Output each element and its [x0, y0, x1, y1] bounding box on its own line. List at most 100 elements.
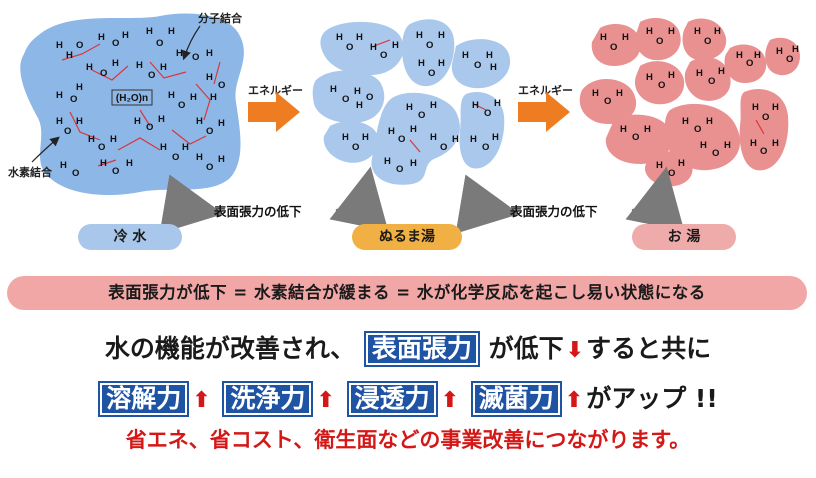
svg-text:H: H: [700, 140, 707, 151]
svg-text:H: H: [410, 124, 417, 135]
svg-text:H: H: [644, 124, 651, 135]
svg-text:O: O: [352, 142, 359, 153]
svg-text:H: H: [616, 88, 623, 99]
svg-text:H: H: [354, 86, 361, 97]
svg-text:H: H: [752, 102, 759, 113]
svg-text:O: O: [746, 58, 753, 69]
svg-text:H: H: [210, 92, 217, 103]
svg-text:H: H: [356, 100, 363, 111]
svg-text:H: H: [370, 42, 377, 53]
up-arrow-icon: ⬆: [192, 388, 211, 413]
svg-text:H: H: [438, 58, 445, 69]
svg-text:H: H: [694, 26, 701, 37]
svg-text:O: O: [708, 76, 715, 87]
svg-text:H: H: [206, 72, 213, 83]
svg-text:H: H: [656, 160, 663, 171]
highlight-sterilizing-power: 滅菌力: [470, 381, 562, 417]
svg-text:H: H: [430, 132, 437, 143]
svg-text:O: O: [366, 92, 373, 103]
svg-text:H: H: [678, 158, 685, 169]
svg-text:H: H: [592, 88, 599, 99]
hot-clusters: [579, 18, 800, 187]
svg-text:H: H: [494, 98, 501, 109]
svg-text:O: O: [760, 146, 767, 157]
svg-text:H: H: [696, 68, 703, 79]
svg-text:O: O: [396, 164, 403, 175]
cluster-formula: (H₂O)n: [116, 93, 148, 104]
svg-text:H: H: [718, 66, 725, 77]
svg-text:O: O: [178, 100, 185, 111]
stage-label-lukewarm-water: ぬるま湯: [352, 224, 462, 250]
svg-text:O: O: [428, 68, 435, 79]
tension-arrow-2a: [455, 174, 520, 234]
highlight-cleaning-power: 洗浄力: [222, 381, 314, 417]
label-hydrogen-bond: 水素結合: [8, 165, 53, 179]
svg-text:H: H: [86, 62, 93, 73]
svg-text:O: O: [656, 36, 663, 47]
svg-text:H: H: [176, 48, 183, 59]
svg-text:O: O: [218, 80, 225, 91]
svg-text:O: O: [398, 134, 405, 145]
svg-text:H: H: [126, 158, 133, 169]
svg-text:H: H: [336, 32, 343, 43]
svg-text:H: H: [736, 50, 743, 61]
svg-text:H: H: [100, 158, 107, 169]
svg-text:O: O: [70, 94, 77, 105]
svg-text:H: H: [160, 62, 167, 73]
svg-text:H: H: [750, 138, 757, 149]
svg-text:O: O: [632, 132, 639, 143]
svg-text:H: H: [56, 116, 63, 127]
svg-text:O: O: [206, 126, 213, 137]
svg-text:O: O: [346, 42, 353, 53]
tension-arrow-1a: [159, 174, 224, 234]
svg-text:O: O: [112, 166, 119, 177]
svg-text:O: O: [786, 54, 793, 65]
svg-text:H: H: [724, 140, 731, 151]
lukewarm-clusters: [312, 19, 511, 185]
svg-text:H: H: [622, 32, 629, 43]
svg-text:H: H: [342, 132, 349, 143]
label-tension-drop-2: 表面張力の低下: [509, 204, 598, 219]
svg-text:O: O: [156, 38, 163, 49]
stage-label-hot-water: お 湯: [632, 224, 736, 250]
svg-text:H: H: [160, 142, 167, 153]
svg-text:H: H: [682, 116, 689, 127]
svg-text:O: O: [342, 94, 349, 105]
svg-text:H: H: [486, 50, 493, 61]
svg-text:O: O: [64, 126, 71, 137]
svg-text:H: H: [330, 84, 337, 95]
up-arrow-icon: ⬆: [564, 388, 584, 413]
molecular-bond-pointer: [181, 25, 201, 61]
line1-post: すると共に: [586, 334, 712, 363]
up-arrow-icon: ⬆: [440, 388, 460, 413]
svg-text:H: H: [76, 116, 83, 127]
summary-banner: 表面張力が低下 = 水素結合が緩まる = 水が化学反応を起こし易い状態になる: [7, 276, 807, 310]
svg-text:O: O: [704, 36, 711, 47]
svg-text:H: H: [418, 58, 425, 69]
svg-text:H: H: [410, 158, 417, 169]
svg-text:O: O: [418, 110, 425, 121]
svg-text:H: H: [406, 102, 413, 113]
svg-text:H: H: [206, 48, 213, 59]
svg-text:O: O: [172, 152, 179, 163]
svg-text:H: H: [620, 124, 627, 135]
svg-text:O: O: [694, 124, 701, 135]
highlight-dissolving-power: 溶解力: [98, 381, 190, 417]
label-energy-1: エネルギー: [248, 83, 303, 97]
svg-text:H: H: [88, 134, 95, 145]
tension-arrow-2b: [625, 166, 685, 232]
svg-text:H: H: [462, 50, 469, 61]
svg-text:O: O: [484, 108, 491, 119]
svg-text:O: O: [112, 38, 119, 49]
svg-text:O: O: [100, 68, 107, 79]
svg-text:H: H: [218, 154, 225, 165]
svg-text:O: O: [380, 50, 387, 61]
svg-text:H: H: [384, 156, 391, 167]
svg-text:H: H: [134, 116, 141, 127]
svg-text:H: H: [76, 82, 83, 93]
svg-text:H: H: [430, 100, 437, 111]
svg-text:H: H: [776, 46, 783, 57]
svg-text:H: H: [66, 50, 73, 61]
svg-text:H: H: [56, 40, 63, 51]
